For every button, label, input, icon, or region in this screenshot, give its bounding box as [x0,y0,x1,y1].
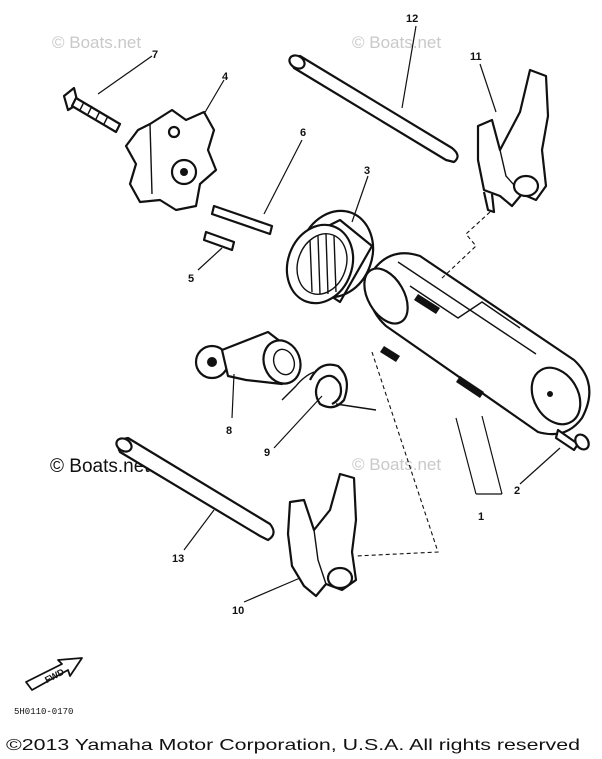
part-2-screw [554,428,590,452]
leader-lines [97,25,561,603]
callout-1: 1 [478,511,484,523]
callout-6: 6 [300,127,306,139]
part-9-torsion-spring [281,363,377,411]
callout-7: 7 [152,49,158,61]
part-5-pin [202,230,236,252]
callout-3: 3 [364,165,370,177]
callout-4: 4 [222,71,229,83]
part-6-pin [210,204,274,236]
callout-9: 9 [264,447,270,459]
callout-11: 11 [470,51,482,63]
callout-5: 5 [188,273,194,285]
part-1-shift-cam [363,252,591,436]
dashed-guide-fork11-to-cam [439,211,491,281]
watermark-middle-right: © Boats.net [352,455,441,474]
part-4-segment [124,108,218,212]
callout-2: 2 [514,485,520,497]
part-8-shift-lever [194,330,302,386]
callout-13: 13 [172,553,184,565]
copyright-notice: ©2013 Yamaha Motor Corporation, U.S.A. A… [6,737,580,754]
fwd-arrow-icon: FWD [25,657,83,691]
part-12-guide-bar [288,54,459,164]
callout-12: 12 [406,13,418,25]
watermark-top-right: © Boats.net [352,33,441,52]
callout-10: 10 [232,605,244,617]
diagram-code: 5H0110-0170 [14,707,73,717]
part-10-shift-fork [286,472,358,598]
callout-8: 8 [226,425,232,437]
part-11-shift-fork [476,68,550,214]
watermark-middle-left: © Boats.net [50,456,150,477]
dashed-guide-cam-to-fork10 [355,351,439,557]
part-13-guide-bar [115,436,275,542]
part-3-bearing [285,209,375,305]
part-7-bolt [62,86,122,134]
watermark-top-left: © Boats.net [52,33,141,52]
